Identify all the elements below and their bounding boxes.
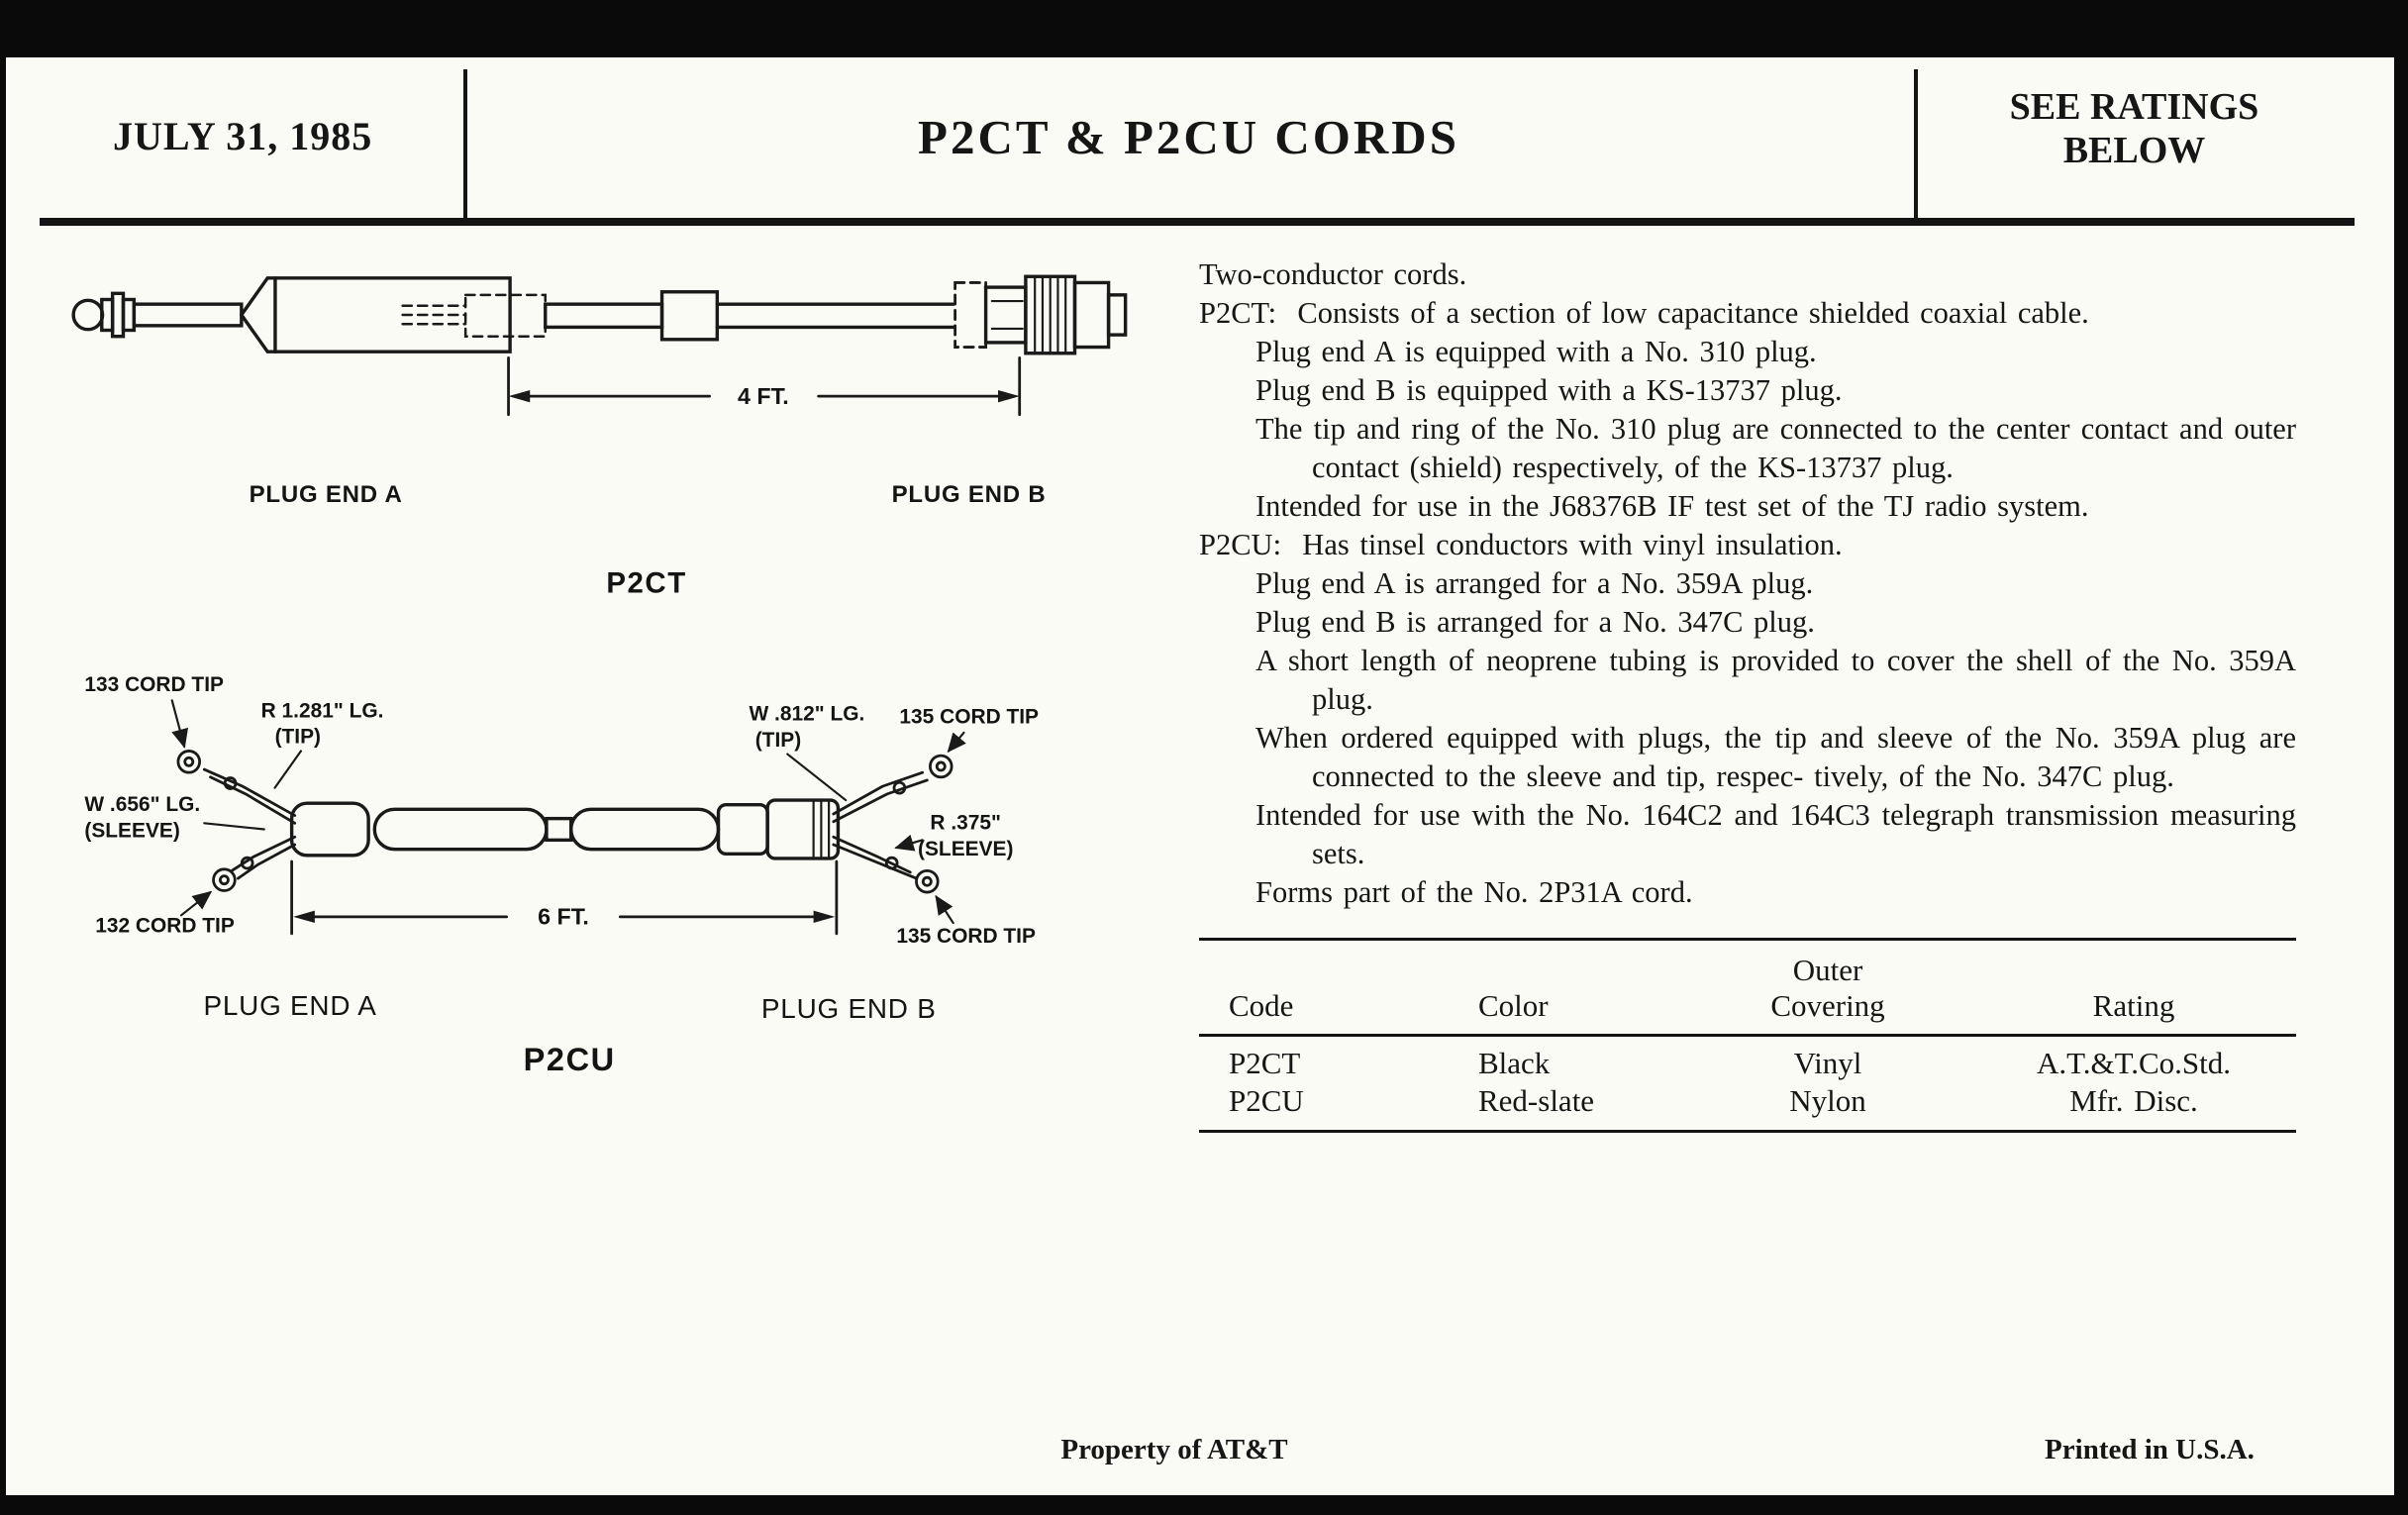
description-item: Plug end B is arranged for a No. 347C pl… bbox=[1255, 605, 1815, 639]
cell-code: P2CU bbox=[1229, 1083, 1304, 1118]
p2cu-dimension-label: 6 FT. bbox=[538, 904, 589, 930]
p2cu-leader-lines bbox=[170, 699, 966, 925]
table-row: P2CU Red-slate Nylon Mfr. Disc. bbox=[1199, 1082, 2296, 1132]
description-item: A short length of neoprene tubing is pro… bbox=[1255, 644, 2296, 716]
p2cu-sleeve-left-label: (SLEEVE) bbox=[84, 819, 179, 842]
p2cu-right-wires bbox=[832, 754, 953, 894]
column-header-code: Code bbox=[1199, 939, 1407, 1037]
header-divider-right bbox=[1914, 69, 1918, 218]
cord-tip-terminal bbox=[929, 754, 953, 779]
coaxial-cable-drawing bbox=[544, 290, 955, 342]
page-title: P2CT & P2CU CORDS bbox=[918, 110, 1459, 164]
cell-rating: Mfr. Disc. bbox=[2069, 1083, 2198, 1118]
p2cu-cord-tip-133-label: 133 CORD TIP bbox=[84, 673, 224, 696]
p2cu-sleeve-right-label: (SLEEVE) bbox=[918, 838, 1013, 860]
ks-13737-plug-drawing bbox=[953, 274, 1128, 355]
property-notice: Property of AT&T bbox=[1060, 1434, 1288, 1465]
p2ct-plug-end-b-label: PLUG END B bbox=[892, 481, 1047, 508]
cord-tip-terminal bbox=[212, 867, 237, 892]
p2ct-dimension-lines bbox=[507, 356, 1022, 417]
column-header-outer-covering: Outer Covering bbox=[1684, 939, 1971, 1037]
description-item: Forms part of the No. 2P31A cord. bbox=[1255, 875, 1693, 909]
p2cu-cord-tip-135-bottom-label: 135 CORD TIP bbox=[896, 925, 1036, 948]
description-item: Plug end A is arranged for a No. 359A pl… bbox=[1255, 566, 1814, 600]
p2cu-r-tip-length-label: R 1.281" LG. bbox=[261, 699, 384, 722]
p2cu-cord-body bbox=[289, 798, 841, 860]
description-item: Intended for use with the No. 164C2 and … bbox=[1255, 798, 2296, 870]
p2ct-diagram: 4 FT. PLUG END A PLUG END B P2CT bbox=[71, 274, 1128, 600]
issue-date: JULY 31, 1985 bbox=[113, 114, 373, 158]
cell-cover: Nylon bbox=[1789, 1083, 1866, 1118]
no-310-plug-drawing bbox=[71, 276, 547, 354]
column-header-color: Color bbox=[1407, 939, 1684, 1037]
internal-contact-dashed bbox=[401, 293, 547, 338]
cell-cover: Vinyl bbox=[1793, 1046, 1862, 1080]
cell-color: Black bbox=[1478, 1046, 1551, 1080]
cell-code: P2CT bbox=[1229, 1046, 1301, 1080]
p2cu-plug-end-b-label: PLUG END B bbox=[761, 993, 937, 1024]
table-header-row: Code Color Outer Covering Rating bbox=[1199, 939, 2296, 1037]
p2cu-plug-end-a-label: PLUG END A bbox=[203, 990, 376, 1021]
cord-tip-terminal bbox=[915, 868, 940, 894]
column-header-rating: Rating bbox=[1971, 939, 2296, 1037]
description-item: The tip and ring of the No. 310 plug are… bbox=[1255, 412, 2296, 484]
p2cu-w-tip-length-label: W .812" LG. bbox=[750, 702, 865, 725]
p2cu-caption: P2CU bbox=[524, 1042, 616, 1077]
p2cu-tip-left-label: (TIP) bbox=[275, 726, 321, 749]
ratings-table: Code Color Outer Covering Rating P2CT Bl… bbox=[1199, 938, 2296, 1133]
p2cu-tip-right-label: (TIP) bbox=[755, 729, 801, 752]
plug-barrel bbox=[239, 276, 512, 354]
description-p2ct-heading: P2CT: Consists of a section of low capac… bbox=[1199, 296, 2089, 330]
p2cu-diagram: 133 CORD TIP R 1.281" LG. (TIP) W .812" … bbox=[84, 673, 1039, 1077]
description-item: Plug end B is equipped with a KS-13737 p… bbox=[1255, 373, 1843, 407]
cord-tip-terminal bbox=[176, 750, 202, 774]
cell-rating: A.T.&T.Co.Std. bbox=[2036, 1046, 2232, 1080]
description-item: Plug end A is equipped with a No. 310 pl… bbox=[1255, 335, 1817, 368]
p2cu-cord-tip-132-label: 132 CORD TIP bbox=[95, 914, 235, 937]
description-item: Intended for use in the J68376B IF test … bbox=[1255, 489, 2089, 523]
header-divider-left bbox=[463, 69, 467, 218]
cell-color: Red-slate bbox=[1478, 1083, 1595, 1118]
header-rule bbox=[40, 218, 2355, 226]
plug-tip-ball bbox=[71, 298, 105, 332]
p2cu-r-sleeve-length-label: R .375" bbox=[930, 812, 1001, 835]
p2ct-caption: P2CT bbox=[606, 567, 686, 600]
p2cu-dimension-lines bbox=[290, 859, 839, 936]
p2cu-cord-tip-135-top-label: 135 CORD TIP bbox=[899, 706, 1039, 729]
p2cu-left-wires bbox=[176, 750, 297, 892]
description-column: Two-conductor cords. P2CT: Consists of a… bbox=[1199, 255, 2296, 1133]
printed-notice: Printed in U.S.A. bbox=[2045, 1434, 2255, 1465]
p2ct-plug-end-a-label: PLUG END A bbox=[250, 481, 403, 508]
description-item: When ordered equipped with plugs, the ti… bbox=[1255, 721, 2296, 793]
document-page: JULY 31, 1985 P2CT & P2CU CORDS SEE RATI… bbox=[6, 57, 2394, 1495]
p2ct-dimension-label: 4 FT. bbox=[738, 383, 789, 409]
description-intro: Two-conductor cords. bbox=[1199, 257, 1467, 291]
knurled-collar bbox=[765, 798, 841, 860]
strain-relief-ferrule bbox=[659, 290, 720, 342]
ratings-note: SEE RATINGS BELOW bbox=[2009, 86, 2259, 171]
description-p2cu-heading: P2CU: Has tinsel conductors with vinyl i… bbox=[1199, 528, 1843, 561]
p2cu-w-sleeve-length-label: W .656" LG. bbox=[84, 793, 200, 816]
table-row: P2CT Black Vinyl A.T.&T.Co.Std. bbox=[1199, 1036, 2296, 1083]
